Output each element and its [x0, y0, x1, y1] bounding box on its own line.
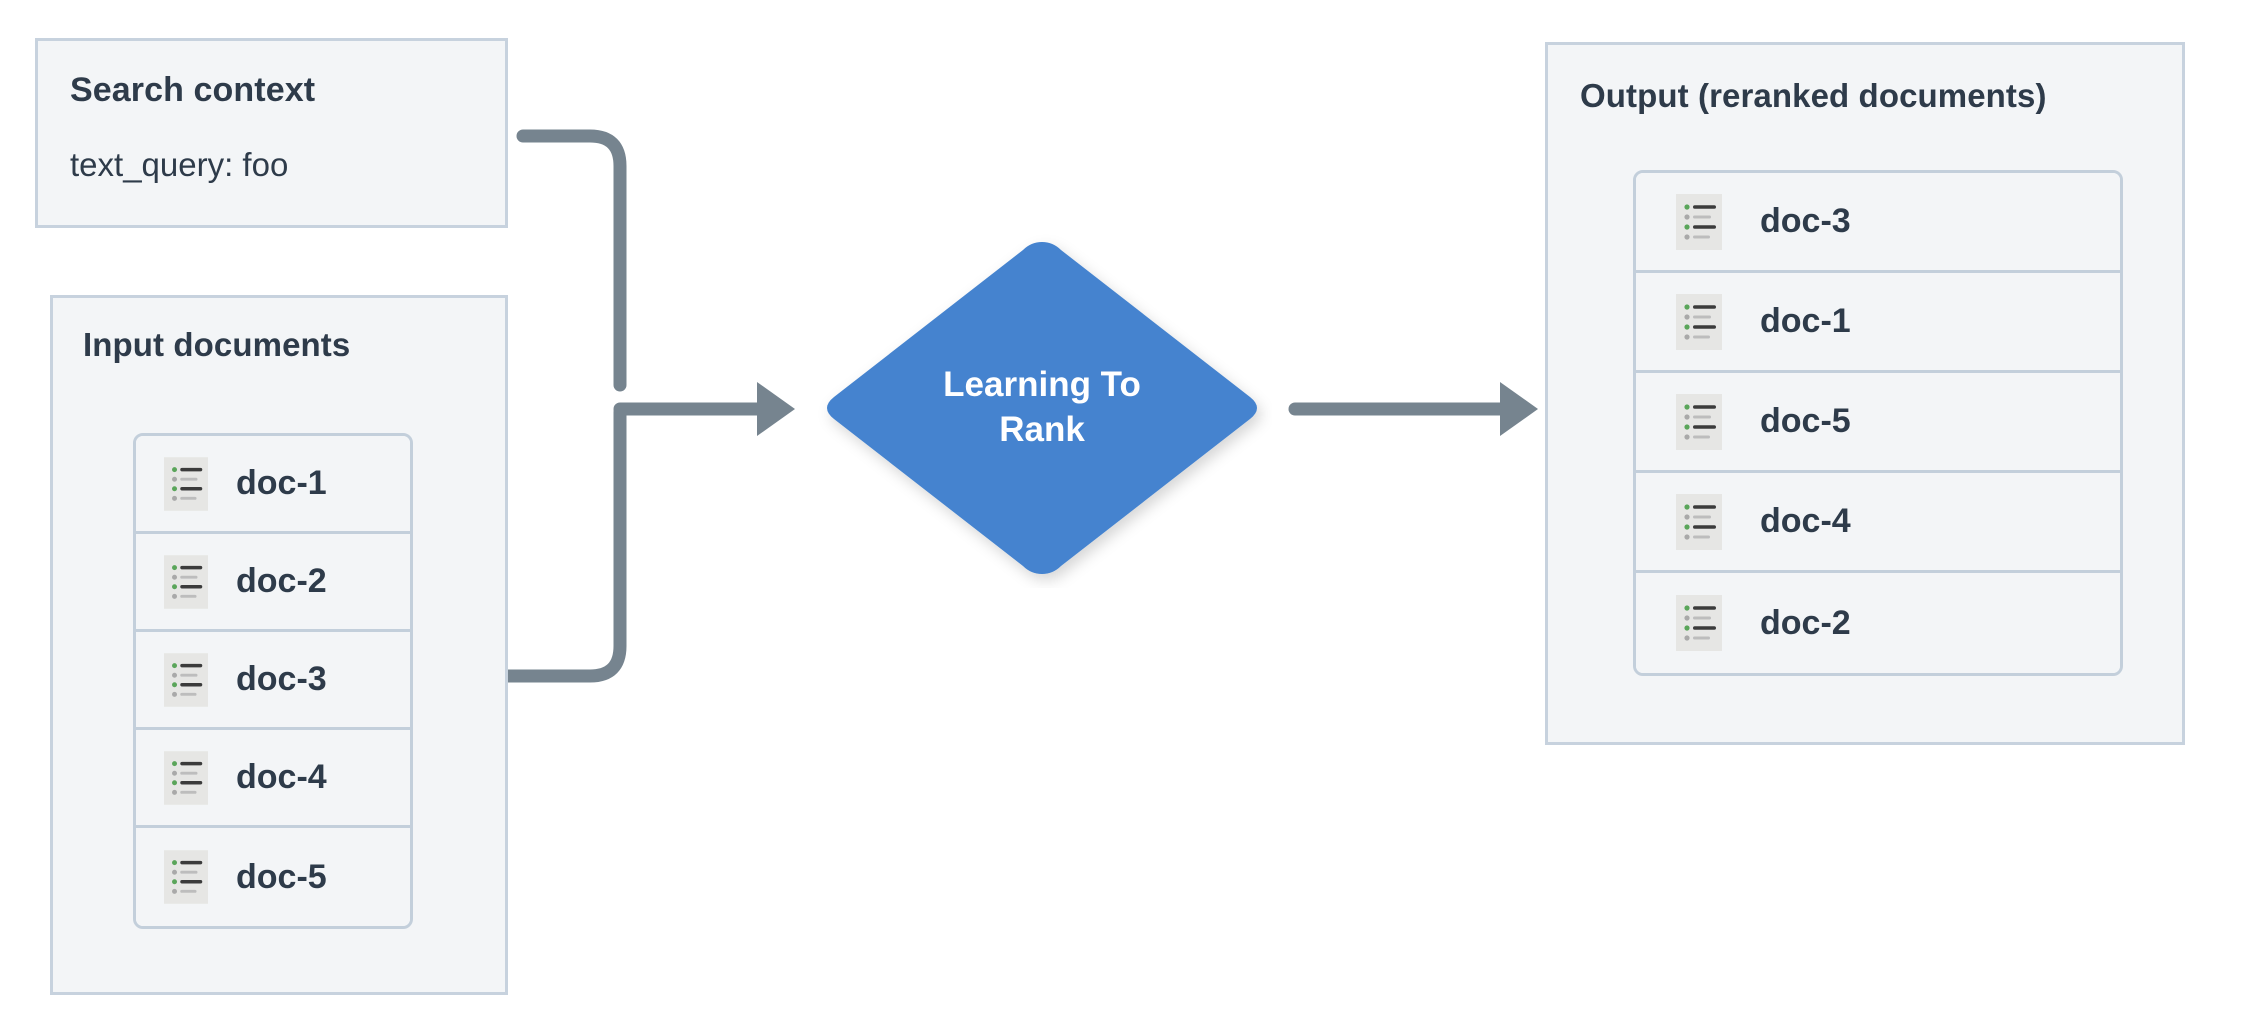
document-row[interactable]: doc-5 [136, 828, 410, 926]
document-label: doc-1 [1760, 302, 1851, 340]
connector-search-context-to-ltr [516, 129, 627, 392]
document-label: doc-3 [1760, 202, 1851, 240]
arrowhead-into-ltr [757, 382, 795, 436]
document-row[interactable]: doc-4 [1636, 473, 2120, 573]
document-list-icon [164, 554, 208, 609]
document-row[interactable]: doc-2 [136, 534, 410, 632]
input-documents-title: Input documents [83, 326, 351, 363]
document-label: doc-5 [1760, 402, 1851, 440]
document-row[interactable]: doc-3 [1636, 173, 2120, 273]
document-row[interactable]: doc-1 [1636, 273, 2120, 373]
input-document-list: doc-1 doc-2 doc-3 doc-4 doc-5 [133, 433, 413, 929]
search-context-panel: Search context text_query: foo [35, 38, 508, 228]
document-label: doc-4 [1760, 502, 1851, 540]
learning-to-rank-node[interactable]: Learning To Rank [812, 228, 1272, 588]
output-documents-title: Output (reranked documents) [1580, 77, 2047, 114]
document-row[interactable]: doc-4 [136, 730, 410, 828]
output-document-list: doc-3 doc-1 doc-5 doc-4 doc-2 [1633, 170, 2123, 676]
arrowhead-into-output [1500, 382, 1538, 436]
diamond-node-icon [827, 242, 1257, 574]
document-list-icon [164, 652, 208, 707]
connector-input-documents-to-ltr [501, 405, 627, 683]
document-label: doc-2 [1760, 603, 1851, 642]
document-list-icon [1676, 393, 1722, 450]
document-row[interactable]: doc-2 [1636, 573, 2120, 673]
document-list-icon [1676, 193, 1722, 250]
document-label: doc-1 [236, 464, 327, 502]
document-list-icon [164, 456, 208, 511]
search-context-query: text_query: foo [70, 146, 289, 183]
document-row[interactable]: doc-5 [1636, 373, 2120, 473]
document-list-icon [1676, 493, 1722, 550]
document-row[interactable]: doc-1 [136, 436, 410, 534]
document-label: doc-5 [236, 857, 327, 896]
search-context-title: Search context [70, 71, 316, 109]
document-label: doc-4 [236, 758, 327, 796]
document-label: doc-2 [236, 562, 327, 600]
document-list-icon [164, 850, 208, 904]
document-list-icon [1676, 595, 1722, 651]
document-list-icon [164, 750, 208, 805]
document-row[interactable]: doc-3 [136, 632, 410, 730]
document-list-icon [1676, 293, 1722, 350]
document-label: doc-3 [236, 660, 327, 698]
